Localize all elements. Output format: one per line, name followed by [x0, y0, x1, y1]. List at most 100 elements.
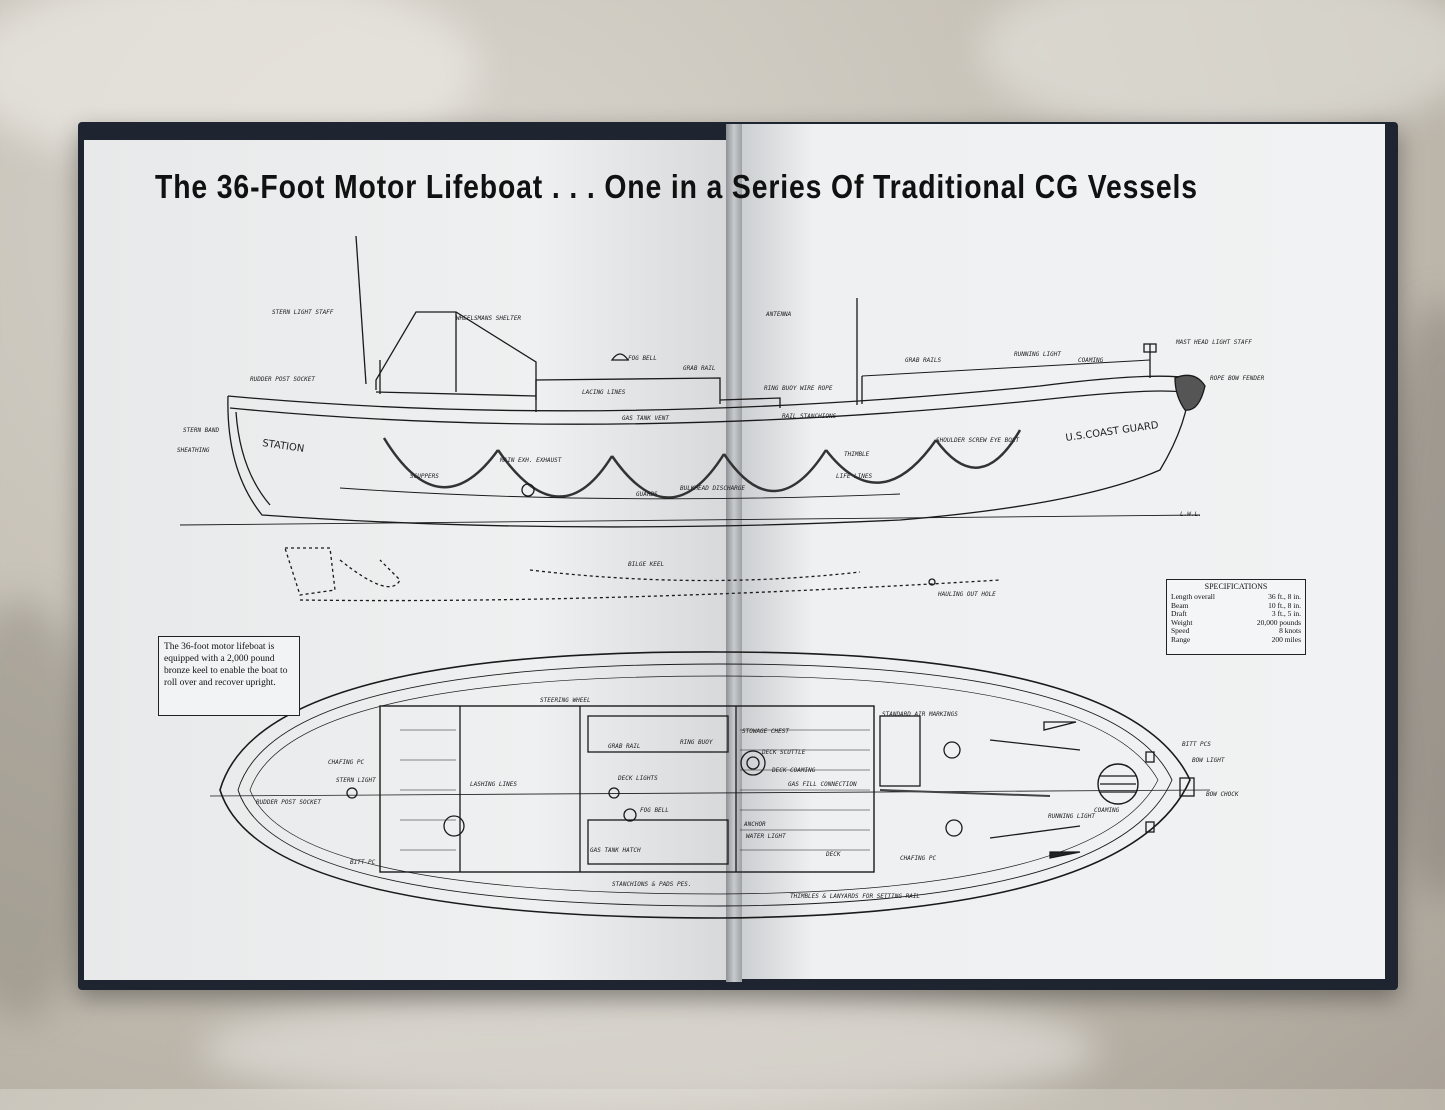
label-air-markings: STANDARD AIR MARKINGS — [882, 711, 958, 718]
label-rope-bow-fender: ROPE BOW FENDER — [1210, 375, 1265, 382]
wheelsman-shelter — [375, 311, 537, 412]
label-water-light: WATER LIGHT — [746, 833, 786, 840]
label-grab-rail: GRAB RAIL — [683, 365, 716, 372]
life-line-loop — [825, 439, 938, 484]
label-lashing-lines: LASHING LINES — [470, 781, 517, 788]
spec-row: Length overall 36 ft., 8 in. — [1171, 592, 1301, 602]
label-bitt-pc: BITT PC — [350, 859, 376, 866]
specifications-title: SPECIFICATIONS — [1204, 582, 1268, 591]
label-deck: DECK — [825, 851, 841, 858]
label-bitt-pcs: BITT PCS — [1182, 741, 1211, 748]
label-gas-fill: GAS FILL CONNECTION — [788, 781, 857, 788]
label-gas-tank-hatch: GAS TANK HATCH — [590, 847, 641, 854]
label-bulkhead-discharge: BULKHEAD DISCHARGE — [680, 485, 745, 492]
life-line-loop — [722, 449, 828, 493]
rope-bow-fender — [1174, 374, 1206, 411]
spec-row: Draft 3 ft., 5 in. — [1171, 609, 1301, 619]
waterline — [179, 514, 1201, 526]
stern-light-staff — [355, 235, 367, 385]
sheer-line — [227, 375, 1191, 412]
rudder — [284, 547, 336, 596]
coast-guard-lettering: U.S.COAST GUARD — [1065, 420, 1160, 444]
spec-label: Draft — [1171, 609, 1187, 618]
label-plan-ring-buoy: RING BUOY — [680, 739, 713, 746]
life-line-loop — [934, 429, 1022, 469]
label-antenna: ANTENNA — [765, 311, 792, 318]
spec-value: 3 ft., 5 in. — [1271, 609, 1301, 618]
plan-hull-outline — [219, 651, 1191, 919]
left-page — [84, 140, 732, 980]
label-deck-coaming: DECK COAMING — [771, 767, 816, 774]
hull-outline — [227, 377, 1191, 528]
bilge-keel — [299, 579, 1001, 602]
spec-label: Beam — [1171, 600, 1189, 610]
label-plan-coaming: COAMING — [1094, 807, 1120, 814]
label-plan-chafing: CHAFING PC — [328, 759, 365, 766]
label-bow-chock: BOW CHOCK — [1206, 791, 1239, 798]
label-stern-band: STERN BAND — [183, 427, 220, 434]
spec-value: 200 miles — [1271, 634, 1301, 644]
label-thimbles: THIMBLES & LANYARDS FOR SETTING RAIL — [790, 893, 920, 900]
label-coaming: COAMING — [1078, 357, 1104, 364]
book-gutter — [726, 124, 742, 982]
spec-value: 36 ft., 8 in. — [1268, 592, 1301, 601]
label-plan-fog-bell: FOG BELL — [640, 807, 669, 814]
specifications-box: SPECIFICATIONS Length overall 36 ft., 8 i… — [1166, 579, 1306, 655]
label-shoulder-screw: SHOULDER SCREW EYE BOLT — [936, 437, 1019, 444]
label-plan-running-light: RUNNING LIGHT — [1048, 813, 1095, 820]
spec-value: 10 ft., 8 in. — [1268, 600, 1301, 610]
label-wheelsmans-shelter: WHEELSMANS SHELTER — [456, 315, 521, 322]
label-stowage-chest: STOWAGE CHEST — [742, 728, 789, 735]
spec-row: Speed 8 knots — [1171, 626, 1301, 636]
label-anchor: ANCHOR — [743, 821, 766, 828]
label-deck-lights: DECK LIGHTS — [617, 775, 658, 782]
spec-row: Weight 20,000 pounds — [1171, 617, 1301, 628]
label-scuppers: SCUPPERS — [410, 473, 439, 480]
spec-value: 8 knots — [1279, 626, 1301, 635]
spec-row: Beam 10 ft., 8 in. — [1171, 600, 1301, 611]
spec-label: Range — [1171, 634, 1191, 644]
label-stanchions: STANCHIONS & PADS PES. — [612, 881, 691, 888]
label-rudder-post-socket: RUDDER POST SOCKET — [250, 376, 315, 383]
label-head-light-staff: MAST HEAD LIGHT STAFF — [1175, 339, 1252, 346]
keel-caption-text: The 36-foot motor lifeboat is equipped w… — [164, 642, 288, 688]
life-line-loop — [610, 453, 726, 499]
label-gas-tank-vent: GAS TANK VENT — [622, 415, 669, 422]
label-wire-rope: WIRE ROPE — [800, 385, 833, 392]
label-life-lines: LIFE LINES — [836, 473, 873, 480]
label-fog-bell: FOG BELL — [628, 355, 657, 362]
label-rail-stanchions: RAIL STANCHIONS — [782, 413, 837, 420]
label-sheathing: SHEATHING — [177, 447, 210, 454]
label-stern-light-staff: STERN LIGHT STAFF — [272, 309, 334, 316]
spec-label: Weight — [1171, 617, 1193, 627]
label-running-light: RUNNING LIGHT — [1014, 351, 1061, 358]
deck-scuttle — [740, 750, 766, 776]
label-plan-grab-rail: GRAB RAIL — [608, 743, 641, 750]
label-ring-buoy: RING BUOY — [764, 385, 797, 392]
label-plan-rudder-post: RUDDER POST SOCKET — [256, 799, 321, 806]
label-deck-scuttle: DECK SCUTTLE — [761, 749, 806, 756]
station-lettering: STATION — [262, 438, 305, 455]
life-line-loop — [382, 437, 500, 489]
bow-hatch — [1097, 763, 1139, 805]
label-bow-light: BOW LIGHT — [1192, 757, 1225, 764]
label-grab-rails: GRAB RAILS — [905, 357, 942, 364]
spec-label: Speed — [1171, 626, 1190, 635]
running-light — [1043, 721, 1077, 731]
spec-row: Range 200 miles — [1171, 634, 1301, 645]
label-guards: GUARDS — [636, 491, 658, 498]
life-line-loop — [496, 449, 614, 498]
page-headline: The 36-Foot Motor Lifeboat . . . One in … — [155, 168, 1198, 205]
label-thimble: THIMBLE — [844, 451, 870, 458]
label-chafing-pc: CHAFING PC — [900, 855, 937, 862]
label-lwl: L.W.L. — [1180, 511, 1202, 518]
spec-label: Length overall — [1171, 592, 1215, 601]
plan-cockpit — [379, 705, 875, 873]
keel-caption: The 36-foot motor lifeboat is equipped w… — [158, 636, 300, 716]
spec-value: 20,000 pounds — [1256, 617, 1301, 627]
label-steering-wheel: STEERING WHEEL — [540, 697, 591, 704]
label-hauling-out-hole: HAULING OUT HOLE — [937, 591, 996, 598]
label-lacing-lines: LACING LINES — [582, 389, 626, 396]
label-bilge-keel: BILGE KEEL — [628, 561, 665, 568]
